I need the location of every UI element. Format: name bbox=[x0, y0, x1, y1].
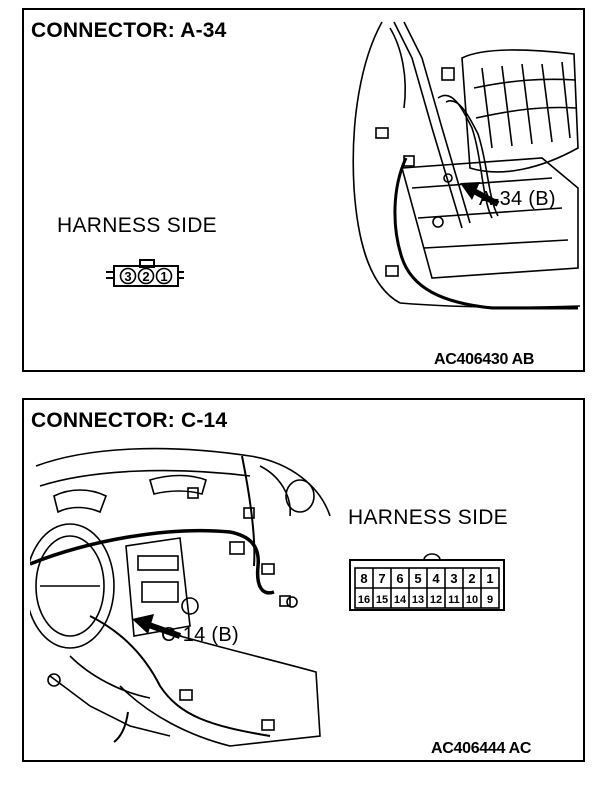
pin-label: 3 bbox=[124, 269, 131, 284]
pin-label: 1 bbox=[160, 269, 167, 284]
pin-label: 9 bbox=[487, 594, 493, 606]
figure-code: AC406444 AC bbox=[431, 740, 532, 757]
pin-label: 14 bbox=[394, 594, 407, 606]
pin-label: 10 bbox=[466, 594, 478, 606]
connector-a34-pin-diagram: 3 2 1 bbox=[106, 259, 184, 287]
connector-a34-panel: CONNECTOR: A-34 HARNESS SIDE 3 2 1 bbox=[22, 8, 585, 372]
dashboard-illustration bbox=[30, 447, 331, 747]
harness-side-label: HARNESS SIDE bbox=[348, 506, 508, 529]
pin-label: 15 bbox=[376, 594, 388, 606]
pin-label: 8 bbox=[360, 571, 367, 586]
pin-label: 4 bbox=[432, 571, 440, 586]
panel-title: CONNECTOR: A-34 bbox=[31, 19, 227, 42]
pin-label: 5 bbox=[414, 571, 421, 586]
harness-side-label: HARNESS SIDE bbox=[57, 214, 217, 237]
pin-3-circle bbox=[119, 267, 137, 285]
panel-title: CONNECTOR: C-14 bbox=[31, 409, 228, 432]
pin-1-circle bbox=[155, 267, 173, 285]
pin-label: 6 bbox=[396, 571, 403, 586]
pin-label: 2 bbox=[142, 269, 149, 284]
pin-label: 12 bbox=[430, 594, 442, 606]
pin-label: 7 bbox=[378, 571, 385, 586]
pin-label: 16 bbox=[358, 594, 370, 606]
pin-label: 1 bbox=[486, 571, 493, 586]
connector-c14-pin-diagram: 8 7 6 5 4 3 2 1 16 15 14 13 12 11 10 9 bbox=[349, 553, 505, 611]
connector-callout-label: C-14 (B) bbox=[161, 624, 239, 646]
engine-bay-illustration bbox=[352, 21, 581, 310]
pin-2-circle bbox=[137, 267, 155, 285]
pin-label: 11 bbox=[448, 594, 460, 606]
connector-c14-panel: CONNECTOR: C-14 HARNESS SIDE 8 7 6 5 4 3… bbox=[22, 398, 585, 762]
connector-callout-label: A-34 (B) bbox=[479, 188, 556, 210]
pin-label: 13 bbox=[412, 594, 424, 606]
pin-label: 2 bbox=[468, 571, 475, 586]
pin-label: 3 bbox=[450, 571, 457, 586]
figure-code: AC406430 AB bbox=[434, 351, 535, 368]
